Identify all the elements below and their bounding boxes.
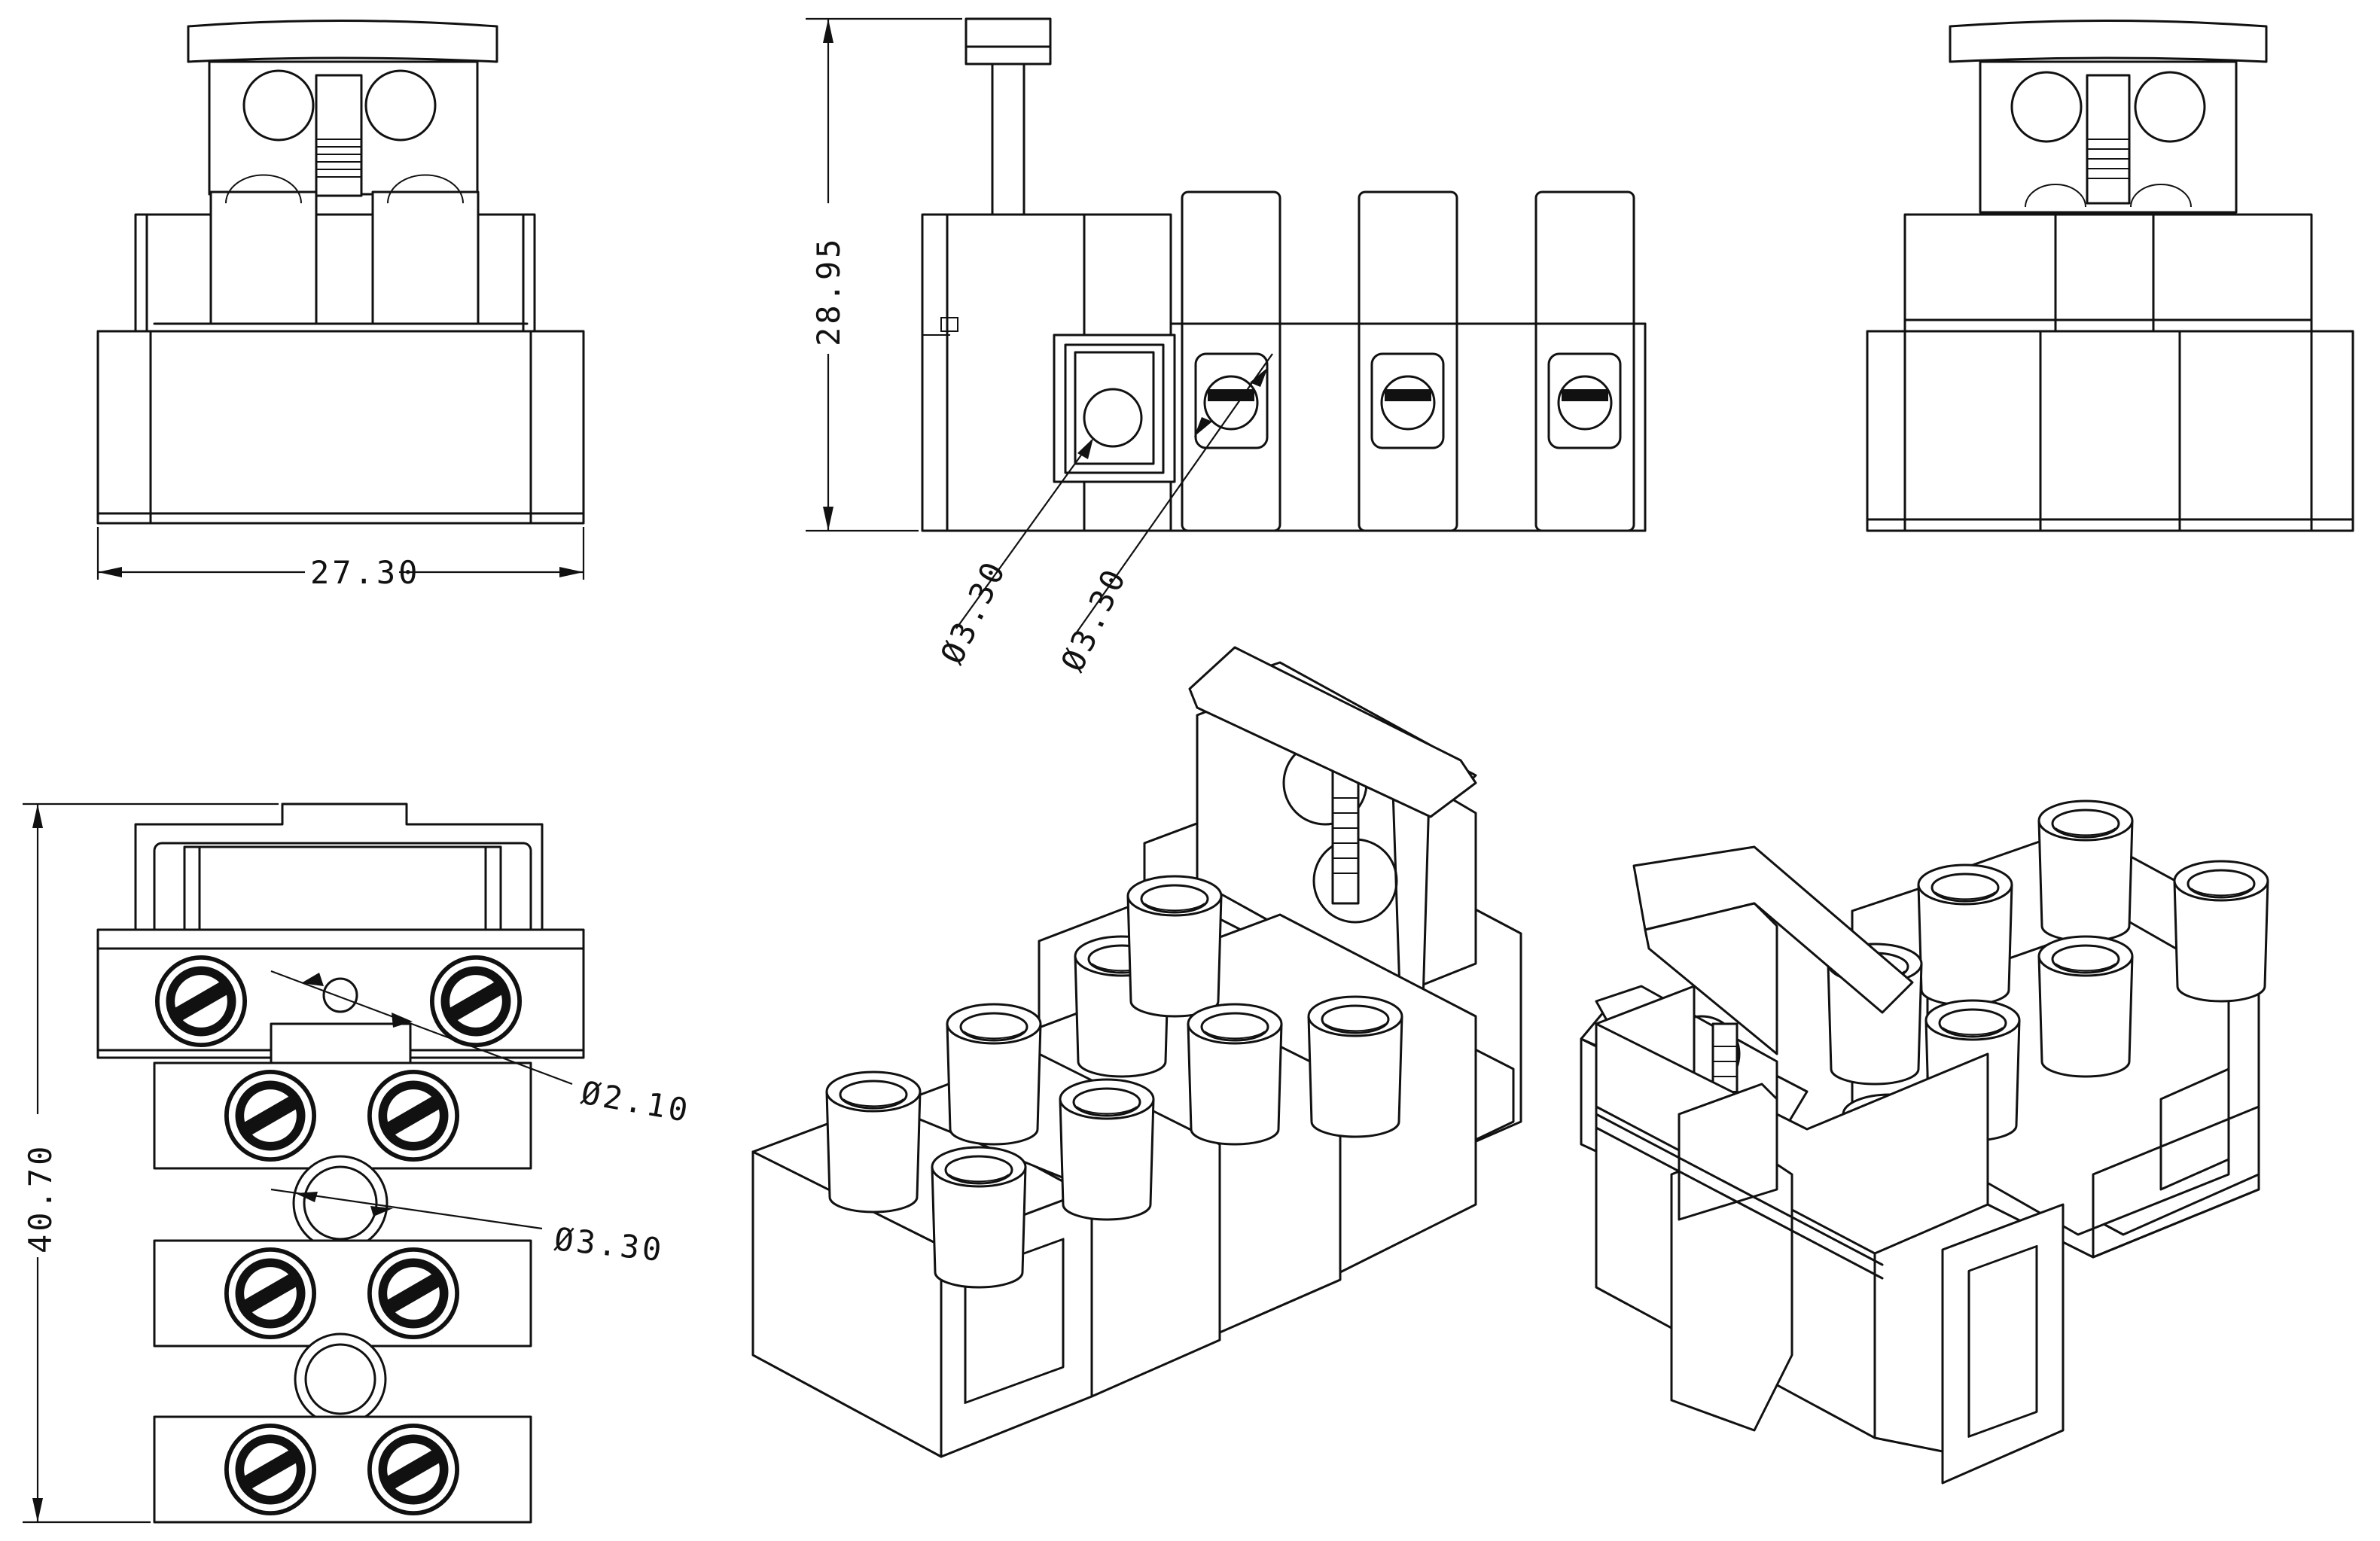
- isometric-view-b: [1580, 799, 2269, 1485]
- dim-side-hole-b-label: Ø3.30: [1054, 562, 1134, 677]
- dim-top-hole-large-label: Ø3.30: [553, 1220, 666, 1268]
- dim-height-label: 28.95: [810, 236, 847, 346]
- dim-side-hole-a-label: Ø3.30: [934, 554, 1013, 669]
- isometric-view-a: [751, 646, 1522, 1458]
- top-view: 40.70 Ø2.10 Ø3.30: [22, 802, 693, 1524]
- end-view: [1866, 20, 2354, 532]
- dim-length-label: 40.70: [22, 1144, 59, 1253]
- side-view: 28.95 Ø3.30 Ø3.30: [806, 17, 1647, 677]
- front-view: 27.30: [96, 20, 585, 591]
- dim-width-label: 27.30: [310, 554, 420, 591]
- dim-top-hole-small-label: Ø2.10: [578, 1074, 693, 1130]
